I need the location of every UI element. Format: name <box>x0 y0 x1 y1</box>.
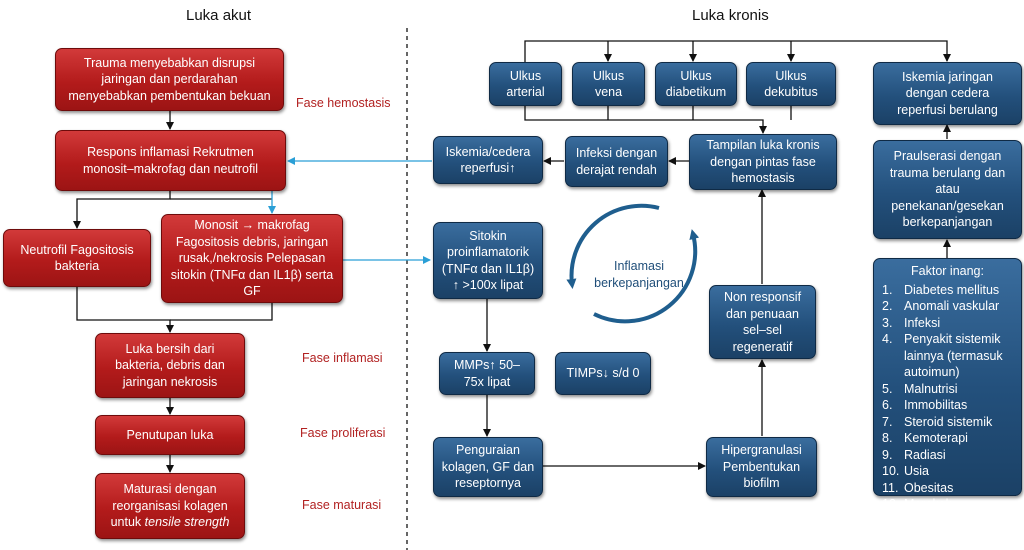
host-factor-number: 2. <box>882 299 893 313</box>
ulcer-diabetic-text: Ulkus diabetikum <box>665 68 727 100</box>
host-factor-item: 4. Penyakit sistemik lainnya (termasuk au… <box>882 331 1013 381</box>
monocyte-box: Monosit → makrofag Fagositosis debris, j… <box>161 214 343 303</box>
wound-closure-box: Penutupan luka <box>95 415 245 455</box>
ulcer-venous-box: Ulkus vena <box>572 62 645 106</box>
chronic-appearance-text: Tampilan luka kronis dengan pintas fase … <box>706 138 820 186</box>
ulcer-venous-text: Ulkus vena <box>592 68 625 100</box>
nonresponsive-cells-box: Non responsif dan penuaan sel–sel regene… <box>709 285 816 359</box>
neutrophil-box: Neutrofil Fagositosis bakteria <box>3 229 151 287</box>
host-factor-text: Kemoterapi <box>904 431 968 445</box>
maturation-emphasis: tensile strength <box>144 515 230 530</box>
ischemia-reperfusion-box: Iskemia jaringan dengan cedera reperfusi… <box>873 62 1022 125</box>
hypergranulation-box: Hipergranulasi Pembentukan biofilm <box>706 437 817 497</box>
collagen-breakdown-box: Penguraian kolagen, GF dan reseptornya <box>433 437 543 497</box>
low-grade-infection-box: Infeksi dengan derajat rendah <box>565 136 668 187</box>
host-factor-item: 10. Usia <box>882 463 1013 480</box>
host-factor-text: Anomali vaskular <box>904 299 1000 313</box>
clean-wound-text: Luka bersih dari bakteria, debris dan ja… <box>115 341 225 389</box>
acute-title: Luka akut <box>186 7 252 24</box>
collagen-breakdown-text: Penguraian kolagen, GF dan reseptornya <box>441 443 535 491</box>
ulcer-arterial-text: Ulkus arterial <box>506 68 545 100</box>
inflammation-response-text: Respons inflamasi Rekrutmen monosit–makr… <box>82 145 259 176</box>
timps-text: TIMPs↓ s/d 0 <box>566 366 640 381</box>
host-factor-text: Radiasi <box>904 447 946 462</box>
phase-hemostasis-label: Fase hemostasis <box>296 96 391 110</box>
prolonged-inflammation-label: Inflamasi berkepanjangan <box>594 259 684 290</box>
host-factor-text: Diabetes mellitus <box>904 282 1000 297</box>
host-factor-text: Obesitas <box>904 480 954 495</box>
host-factor-text: Steroid sistemik <box>904 414 993 429</box>
trauma-text: Trauma menyebabkan disrupsi jaringan dan… <box>68 55 271 103</box>
host-factor-item: 5. Malnutrisi <box>882 381 1013 398</box>
ulcer-diabetic-box: Ulkus diabetikum <box>655 62 737 106</box>
host-factor-text: Infeksi <box>904 315 941 330</box>
nonresponsive-cells-text: Non responsif dan penuaan sel–sel regene… <box>723 290 802 354</box>
host-factor-number: 10. <box>882 464 900 478</box>
hypergranulation-text: Hipergranulasi Pembentukan biofilm <box>721 443 802 491</box>
host-factor-number: 4. <box>882 332 893 346</box>
host-factor-item: 2. Anomali vaskular <box>882 298 1013 315</box>
host-factor-text: Malnutrisi <box>904 381 958 396</box>
host-factor-text: Penyakit sistemik lainnya (termasuk auto… <box>904 332 1003 379</box>
maturation-text: Maturasi dengan reorganisasi kolagen unt… <box>102 481 238 531</box>
host-factor-item: 3. Infeksi <box>882 315 1013 332</box>
ulcer-pressure-box: Ulkus dekubitus <box>746 62 836 106</box>
maturation-main: Maturasi dengan reorganisasi kolagen unt… <box>110 482 228 530</box>
host-factors-title: Faktor inang: <box>911 264 984 278</box>
host-factor-number: 5. <box>882 381 893 396</box>
host-factor-number: 11. <box>882 480 899 495</box>
preulceration-box: Praulserasi dengan trauma berulang dan a… <box>873 140 1022 239</box>
ischemia-injury-text: Iskemia/cedera reperfusi↑ <box>445 144 531 176</box>
neutrophil-text: Neutrofil Fagositosis bakteria <box>20 242 134 274</box>
preulceration-text: Praulserasi dengan trauma berulang dan a… <box>889 149 1006 230</box>
cytokine-text: Sitokin proinflamatorik (TNFα dan IL1β) … <box>441 228 535 293</box>
low-grade-infection-text: Infeksi dengan derajat rendah <box>575 146 658 177</box>
host-factor-text: Immobilitas <box>904 398 968 412</box>
monocyte-text: Monosit → makrofag Fagositosis debris, j… <box>170 218 334 299</box>
phase-inflammation-label: Fase inflamasi <box>302 351 383 365</box>
host-factor-text: Usia <box>904 464 930 478</box>
chronic-title: Luka kronis <box>692 7 769 24</box>
ischemia-injury-box: Iskemia/cedera reperfusi↑ <box>433 136 543 184</box>
host-factor-number: 7. <box>882 414 893 429</box>
timps-box: TIMPs↓ s/d 0 <box>555 352 651 395</box>
ischemia-reperfusion-text: Iskemia jaringan dengan cedera reperfusi… <box>897 69 998 117</box>
trauma-box: Trauma menyebabkan disrupsi jaringan dan… <box>55 48 284 111</box>
host-factor-number: 3. <box>882 315 893 330</box>
host-factor-item: 8. Kemoterapi <box>882 430 1013 447</box>
maturation-box: Maturasi dengan reorganisasi kolagen unt… <box>95 473 245 539</box>
host-factor-item: 9. Radiasi <box>882 447 1013 464</box>
host-factor-number: 9. <box>882 447 893 462</box>
chronic-appearance-box: Tampilan luka kronis dengan pintas fase … <box>689 134 837 190</box>
wound-closure-text: Penutupan luka <box>126 427 214 442</box>
host-factor-number: 6. <box>882 398 893 412</box>
host-factor-item: 12. Merokok <box>882 496 1013 513</box>
host-factor-item: 6. Immobilitas <box>882 397 1013 414</box>
mmps-box: MMPs↑ 50–75x lipat <box>439 352 535 395</box>
host-factor-number: 12. <box>882 497 900 511</box>
host-factor-item: 7. Steroid sistemik <box>882 414 1013 431</box>
clean-wound-box: Luka bersih dari bakteria, debris dan ja… <box>95 333 245 398</box>
mmps-text: MMPs↑ 50–75x lipat <box>454 358 520 389</box>
host-factor-number: 1. <box>882 282 893 297</box>
inflammation-response-box: Respons inflamasi Rekrutmen monosit–makr… <box>55 130 286 191</box>
cytokine-box: Sitokin proinflamatorik (TNFα dan IL1β) … <box>433 222 543 299</box>
host-factors-box: Faktor inang: 1. Diabetes mellitus 2. Anom… <box>873 258 1022 511</box>
ulcer-arterial-box: Ulkus arterial <box>489 62 562 106</box>
host-factor-item: 11. Obesitas <box>882 480 1013 497</box>
host-factor-number: 8. <box>882 431 893 445</box>
host-factor-item: 1. Diabetes mellitus <box>882 282 1013 299</box>
phase-proliferation-label: Fase proliferasi <box>300 426 386 440</box>
phase-maturation-label: Fase maturasi <box>302 498 382 512</box>
ulcer-pressure-text: Ulkus dekubitus <box>764 68 818 100</box>
host-factor-text: Merokok <box>904 497 952 511</box>
